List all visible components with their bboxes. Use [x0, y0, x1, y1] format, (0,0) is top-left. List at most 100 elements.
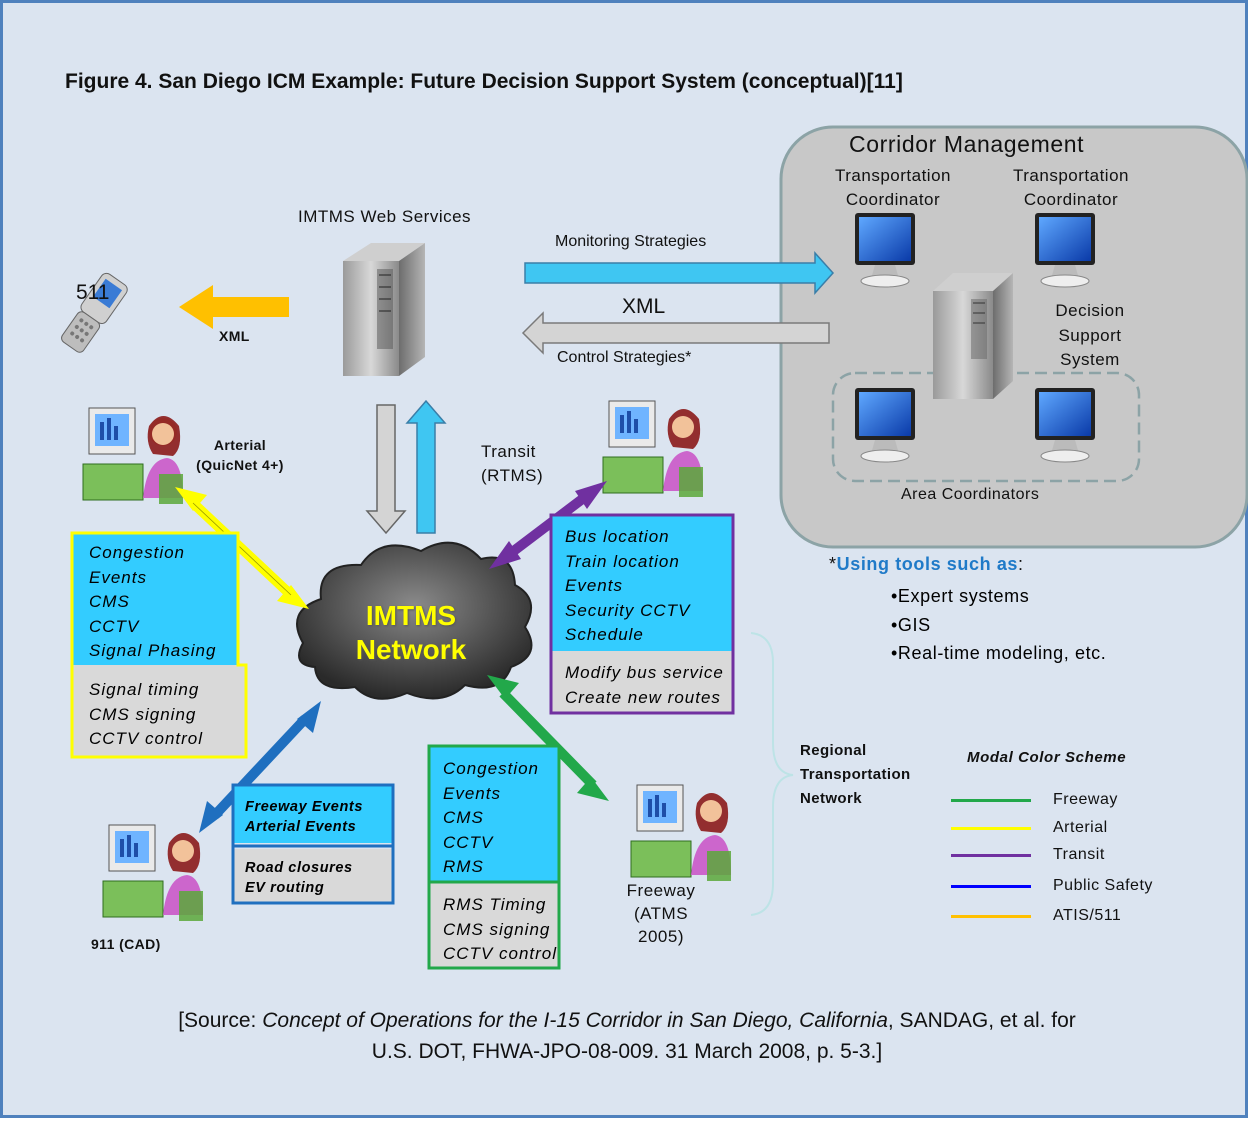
source-title: Concept of Operations for the I-15 Corri…	[262, 1009, 888, 1032]
legend-label: ATIS/511	[1053, 907, 1122, 924]
coordinator-left-line2: Coordinator	[845, 190, 941, 209]
regional-network-brace	[750, 632, 794, 916]
freeway-box-border	[427, 744, 561, 970]
operator-workstation-icon	[630, 784, 731, 881]
list-item: Schedule	[565, 625, 644, 644]
regional-line1: Regional	[800, 742, 867, 759]
transit-inputs-list: Bus location Train location Events Secur…	[565, 525, 690, 648]
source-rest: , SANDAG, et al. for	[887, 1009, 1076, 1032]
operator-workstation-icon	[102, 824, 203, 921]
legend-swatch	[951, 854, 1031, 857]
cloud-icon	[296, 541, 533, 700]
imtms-server-icon	[343, 243, 425, 376]
regional-line3: Network	[800, 790, 862, 807]
control-strategies-arrow	[521, 311, 830, 355]
monitoring-strategies-arrow	[524, 251, 835, 295]
transit-outputs-list: Modify bus service Create new routes	[565, 661, 724, 710]
down-to-network-arrow	[365, 404, 407, 535]
list-item: CMS	[89, 592, 130, 611]
list-item: Modify bus service	[565, 663, 724, 682]
tools-list: •Expert systems •GIS •Real-time modeling…	[891, 582, 1106, 668]
freeway-label-line3: 2005)	[638, 927, 684, 946]
phone-511-label: 511	[76, 281, 110, 304]
legend-label: Transit	[1053, 846, 1105, 863]
list-item: Arterial Events	[245, 819, 357, 835]
arterial-outputs-box	[72, 665, 246, 757]
dss-line2: Support	[1058, 325, 1122, 345]
legend-title: Modal Color Scheme	[967, 749, 1127, 766]
coordinator-right-label: Transportation Coordinator	[1001, 164, 1141, 212]
xml-link-label: XML	[622, 295, 666, 318]
source-line1: [Source: Concept of Operations for the I…	[27, 1005, 1227, 1036]
source-prefix: [Source:	[178, 1009, 263, 1032]
legend-swatch	[951, 799, 1031, 802]
arterial-link-arrow	[175, 487, 309, 609]
list-item: Bus location	[565, 527, 670, 546]
list-item: CCTV control	[89, 729, 204, 748]
arterial-inputs-box	[72, 533, 238, 665]
public-safety-box-border	[231, 783, 395, 905]
list-item: CMS signing	[89, 704, 197, 724]
xml-to-511-arrow	[179, 285, 289, 329]
legend-label: Freeway	[1053, 791, 1118, 808]
list-item: CCTV control	[443, 944, 558, 963]
arterial-inputs-list: Congestion Events CMS CCTV Signal Phasin…	[89, 541, 216, 664]
list-item: CCTV	[443, 832, 494, 852]
legend-swatch	[951, 827, 1031, 830]
list-item: •GIS	[891, 614, 931, 635]
list-item: Signal timing	[89, 680, 200, 699]
arterial-outputs-list: Signal timing CMS signing CCTV control	[89, 678, 203, 752]
diagram-graphics	[61, 125, 1248, 970]
public-safety-label: 911 (CAD)	[91, 936, 161, 952]
tools-asterisk: *	[829, 554, 837, 574]
decision-support-system-label: Decision Support System	[1035, 299, 1145, 373]
transit-label: Transit (RTMS)	[481, 440, 543, 488]
freeway-inputs-box	[429, 746, 559, 882]
freeway-label-line1: Freeway	[626, 881, 696, 900]
list-item: Security CCTV	[565, 600, 691, 620]
freeway-outputs-list: RMS Timing CMS signing CCTV control	[443, 893, 557, 967]
list-item: Events	[89, 567, 147, 587]
public-safety-link-arrow	[199, 701, 321, 833]
imtms-web-services-label: IMTMS Web Services	[298, 207, 472, 226]
list-item: CMS signing	[443, 919, 551, 939]
arterial-label: Arterial (QuicNet 4+)	[185, 435, 295, 475]
coordinator-left-label: Transportation Coordinator	[823, 164, 963, 212]
figure-title: Figure 4. San Diego ICM Example: Future …	[65, 70, 903, 93]
arterial-label-line2: (QuicNet 4+)	[196, 457, 284, 473]
monitor-icon	[855, 213, 915, 288]
corridor-management-title: Corridor Management	[849, 131, 1085, 157]
transit-inputs-box	[551, 515, 733, 651]
dss-line1: Decision	[1055, 301, 1125, 320]
imtms-network-label: IMTMS Network	[341, 599, 481, 667]
list-item: Events	[443, 783, 501, 803]
arterial-label-line1: Arterial	[213, 437, 267, 453]
transit-link-arrow	[489, 481, 607, 569]
list-item: Congestion	[443, 759, 540, 778]
coordinator-right-line2: Coordinator	[1023, 190, 1119, 209]
list-item: Train location	[565, 551, 680, 571]
legend-swatch	[951, 915, 1031, 918]
area-coordinators-label: Area Coordinators	[901, 486, 1040, 503]
freeway-label-line2: (ATMS	[633, 904, 689, 923]
list-item: Freeway Events	[245, 799, 364, 815]
cloud-line2: Network	[355, 634, 467, 665]
freeway-link-arrow	[487, 675, 609, 801]
public-safety-outputs-list: Road closures EV routing	[245, 858, 353, 898]
public-safety-inputs-list: Freeway Events Arterial Events	[245, 797, 363, 837]
up-from-network-arrow	[405, 399, 447, 534]
arterial-box-border	[70, 531, 248, 759]
coordinator-left-line1: Transportation	[835, 166, 951, 185]
list-item: Road closures	[245, 860, 353, 876]
legend-label: Arterial	[1053, 819, 1108, 836]
source-citation: [Source: Concept of Operations for the I…	[27, 1005, 1227, 1067]
freeway-label: Freeway (ATMS 2005)	[613, 879, 709, 948]
list-item: CMS	[443, 808, 484, 827]
freeway-outputs-box	[429, 882, 559, 968]
list-item: Congestion	[89, 543, 186, 562]
list-item: •Real-time modeling, etc.	[891, 643, 1107, 663]
decision-support-server-icon	[933, 273, 1013, 399]
list-item: Events	[565, 576, 623, 595]
monitor-icon	[1035, 388, 1095, 463]
